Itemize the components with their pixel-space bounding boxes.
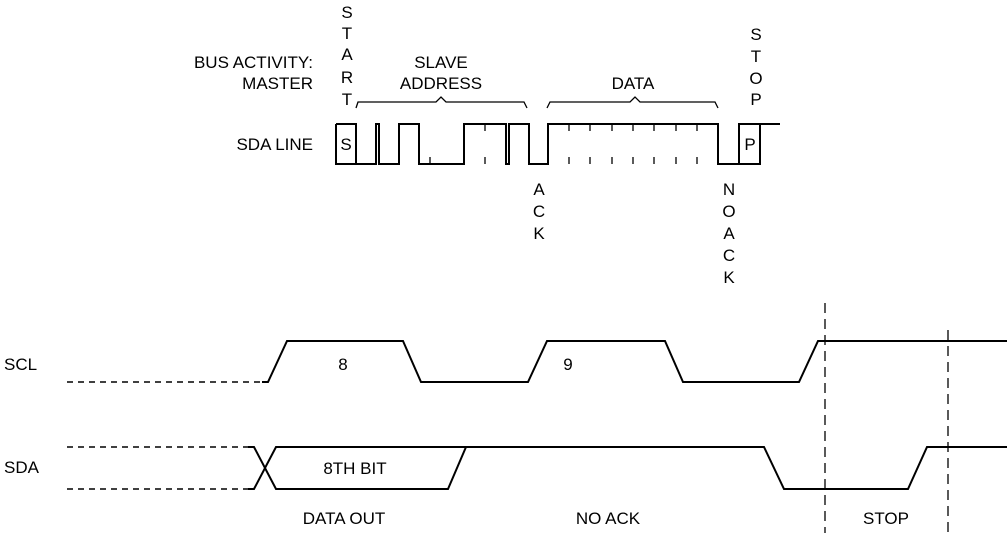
svg-text:S: S: [750, 25, 761, 44]
clock-pulse-9: 9: [563, 355, 572, 374]
sda-line-waveform: [336, 123, 780, 165]
svg-text:O: O: [722, 202, 735, 221]
ack-vertical-label: A C K: [533, 180, 545, 243]
sda-label: SDA: [4, 458, 40, 477]
noack-vertical-label: N O A C K: [722, 180, 735, 287]
svg-text:A: A: [533, 180, 545, 199]
svg-text:O: O: [749, 69, 762, 88]
svg-text:T: T: [751, 47, 761, 66]
clock-pulse-8: 8: [338, 355, 347, 374]
svg-text:P: P: [750, 90, 761, 109]
svg-text:C: C: [533, 202, 545, 221]
svg-text:K: K: [533, 224, 545, 243]
stop-bit-label: P: [744, 135, 755, 154]
phase-no-ack: NO ACK: [576, 509, 641, 528]
svg-text:C: C: [723, 246, 735, 265]
master-label: MASTER: [242, 74, 313, 93]
svg-text:T: T: [342, 90, 352, 109]
bus-activity-label: BUS ACTIVITY:: [194, 53, 313, 72]
slave-address-brace: [355, 96, 528, 109]
start-vertical-label: S T A R T: [341, 3, 353, 109]
start-box-edge: [335, 124, 356, 165]
data-brace: [546, 96, 719, 109]
eighth-bit-label: 8TH BIT: [323, 459, 386, 478]
svg-text:A: A: [723, 224, 735, 243]
sda-line-label: SDA LINE: [236, 135, 313, 154]
svg-text:K: K: [723, 268, 735, 287]
slave-address-label-line1: SLAVE: [414, 53, 468, 72]
phase-stop: STOP: [863, 509, 909, 528]
svg-text:T: T: [342, 24, 352, 43]
sda-waveform-high: [248, 446, 1007, 490]
start-bit-label: S: [340, 135, 351, 154]
scl-waveform: [262, 340, 1007, 383]
svg-text:N: N: [723, 180, 735, 199]
svg-text:R: R: [341, 68, 353, 87]
svg-text:S: S: [341, 3, 352, 22]
phase-data-out: DATA OUT: [303, 509, 386, 528]
sda-waveform-low: [248, 446, 467, 490]
stop-vertical-label: S T O P: [749, 25, 762, 109]
data-label: DATA: [612, 74, 655, 93]
svg-text:A: A: [341, 45, 353, 64]
bit-ticks: [429, 124, 698, 164]
scl-label: SCL: [4, 355, 37, 374]
slave-address-label-line2: ADDRESS: [400, 74, 482, 93]
